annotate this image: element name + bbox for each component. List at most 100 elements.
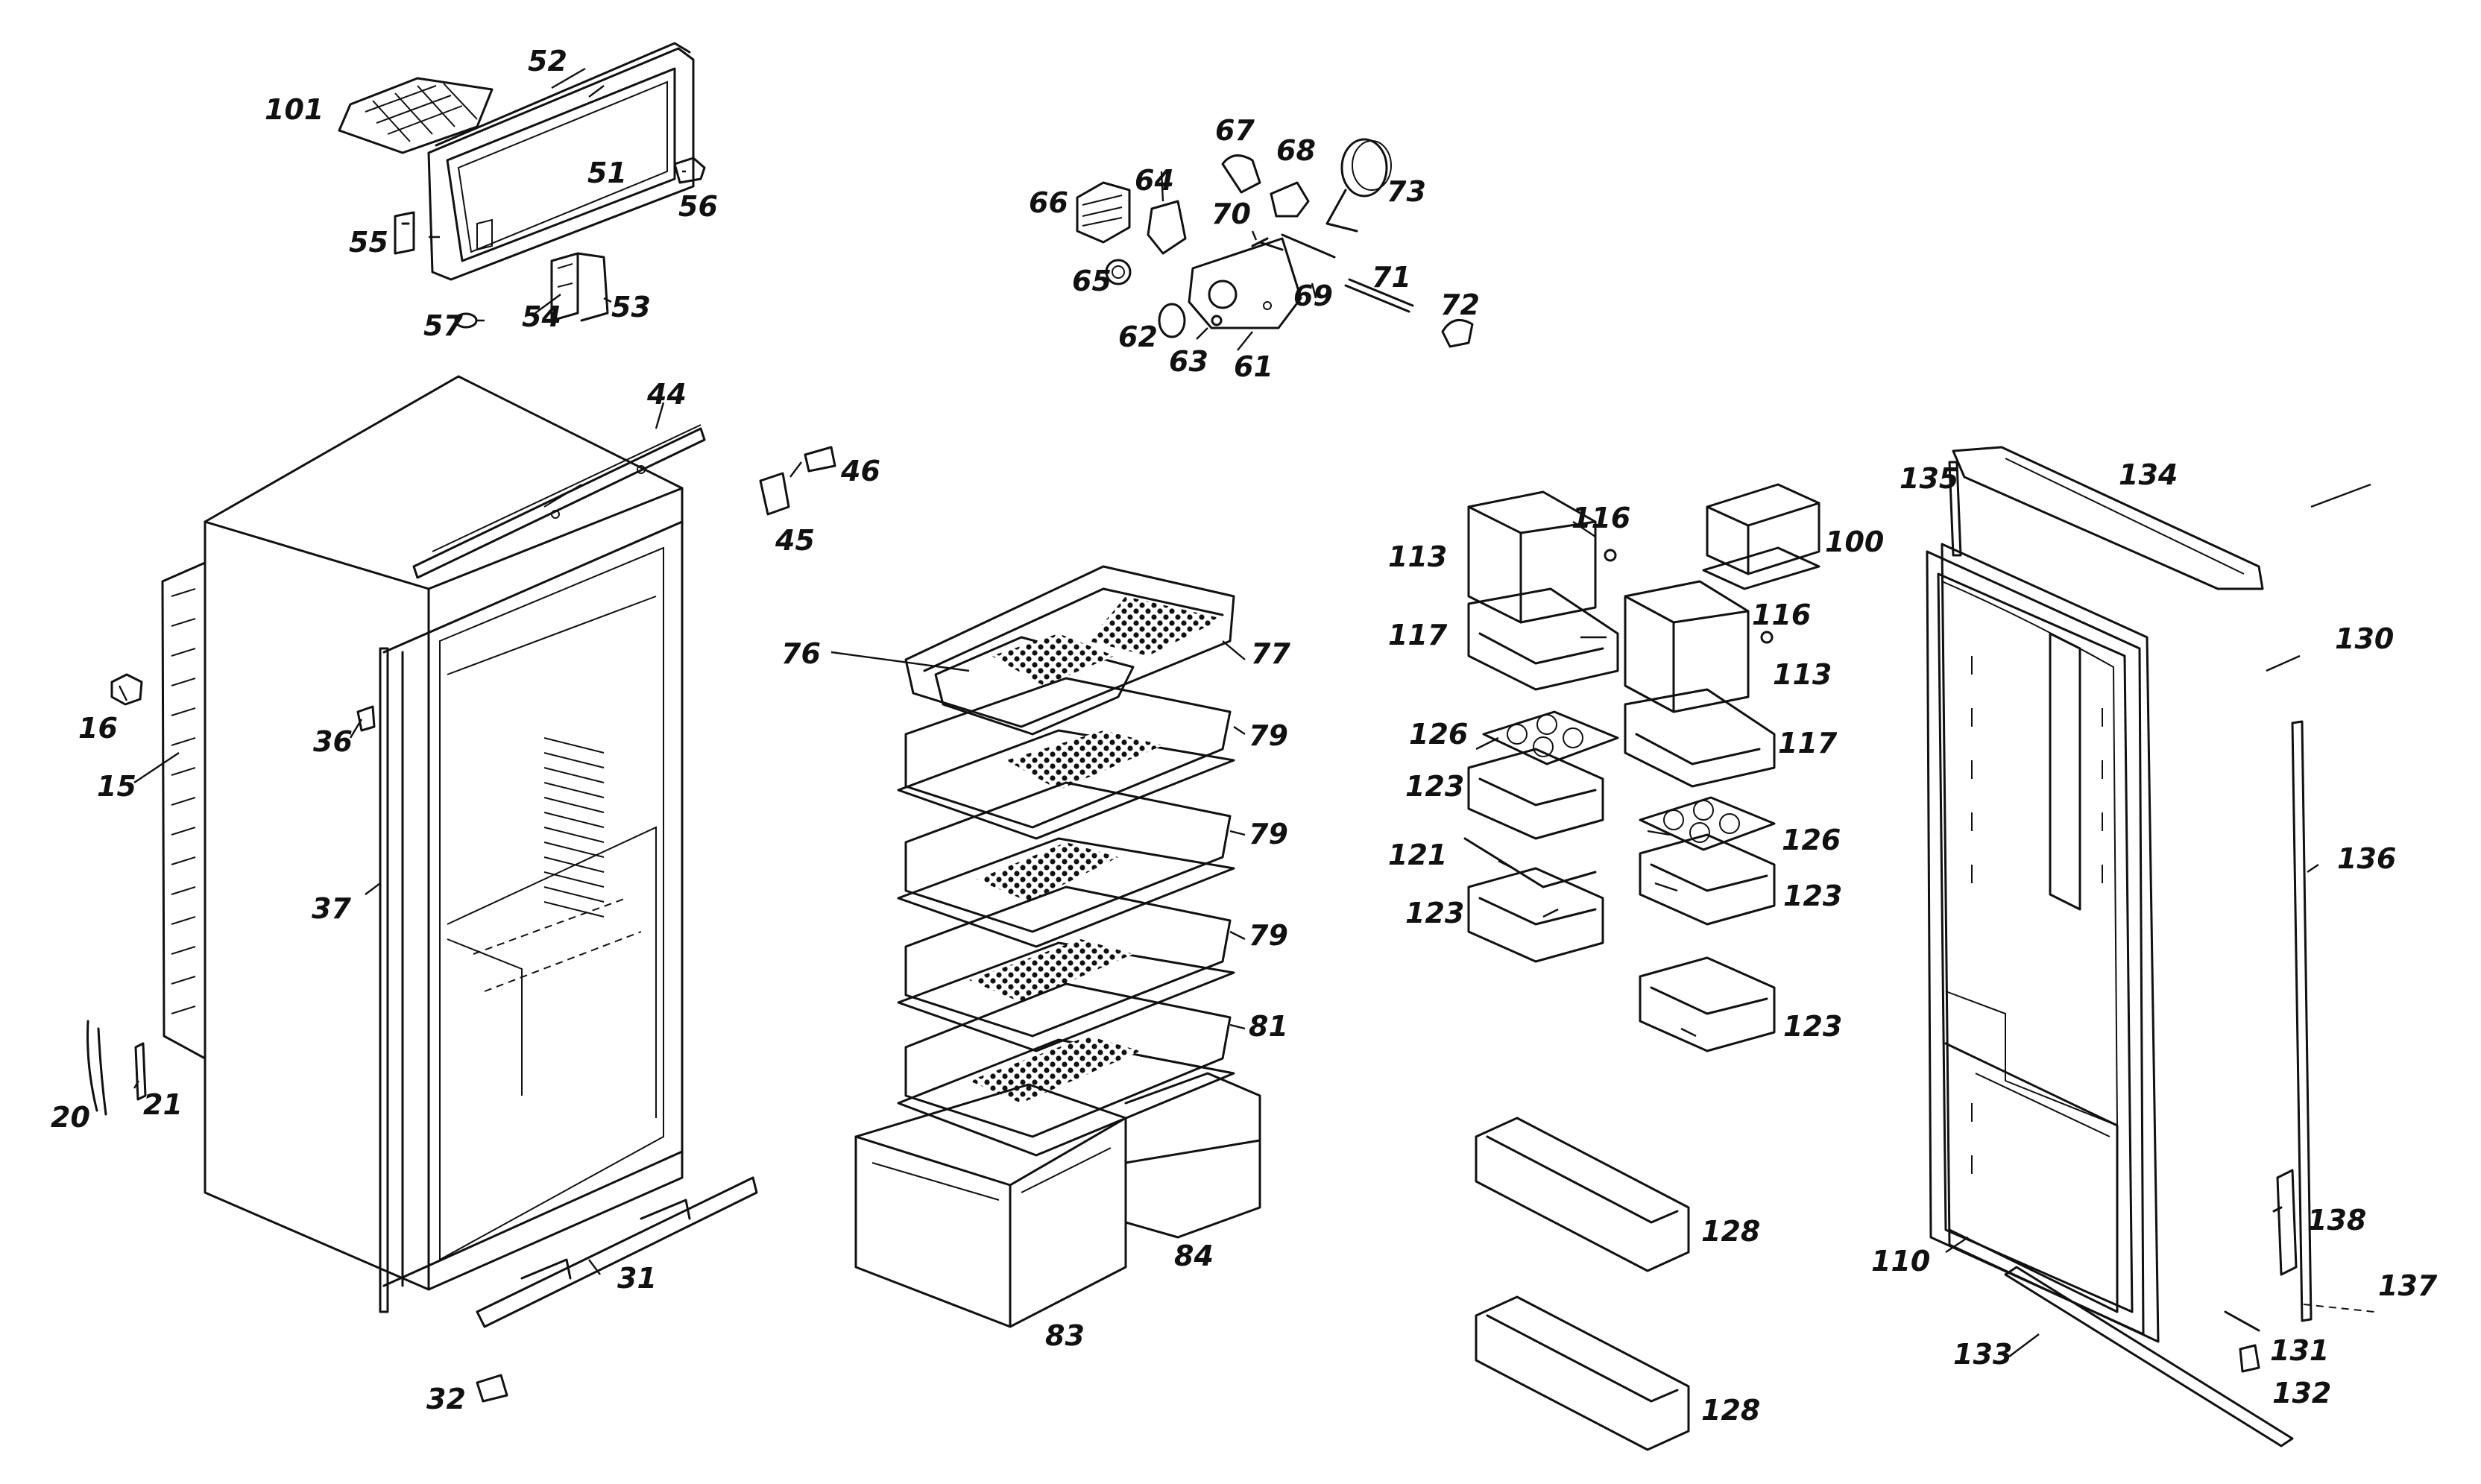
gasket-134-part [1952, 446, 2264, 590]
part-32 [476, 1374, 508, 1403]
screw-63-part [1211, 315, 1223, 326]
shelves-group [830, 565, 1261, 1328]
shaft-71-part [1344, 278, 1414, 313]
pin-116-part [1604, 549, 1617, 562]
top-rail-part [412, 424, 706, 579]
cable-20-part [86, 1020, 107, 1116]
part-label-131: 131 [2270, 1334, 2329, 1367]
part-label-101: 101 [265, 93, 324, 126]
part-label-79-b: 79 [1249, 818, 1288, 850]
part-label-45: 45 [775, 524, 815, 557]
part-label-54: 54 [522, 300, 561, 333]
part-label-31: 31 [617, 1262, 657, 1295]
part-label-100: 100 [1825, 525, 1884, 558]
condenser-part [161, 561, 207, 1060]
crisper-drawer-84-part [1124, 1072, 1261, 1239]
knob-72-part [1441, 318, 1474, 348]
part-label-64: 64 [1135, 164, 1174, 197]
part-label-70: 70 [1211, 198, 1251, 230]
bin-113-part [1624, 580, 1750, 713]
part-label-137: 137 [2378, 1269, 2438, 1302]
bin-123-part [1467, 867, 1604, 963]
capillary-coil-part [1325, 138, 1392, 233]
part-label-56: 56 [678, 190, 718, 223]
part-label-83: 83 [1045, 1319, 1085, 1352]
part-label-36: 36 [313, 725, 353, 758]
spring-70-part [1251, 237, 1284, 251]
bottle-bin-128-part [1475, 1295, 1690, 1451]
hinge-46-part [804, 446, 836, 473]
shelf-79-part [897, 781, 1235, 948]
seal-strip-part [379, 647, 389, 1313]
bin-113-part [1467, 490, 1597, 624]
tray-76-part [934, 634, 1135, 736]
part-label-123-a: 123 [1405, 770, 1464, 803]
part-label-116-a: 116 [1571, 502, 1630, 534]
rod-69-part [1281, 233, 1336, 259]
part-16 [110, 673, 143, 706]
shelf-81-part [897, 982, 1235, 1157]
part-label-69: 69 [1293, 280, 1333, 312]
part-label-130: 130 [2335, 622, 2394, 655]
part-label-72: 72 [1440, 288, 1480, 321]
shelf-79-part [897, 677, 1235, 840]
part-label-117-a: 117 [1388, 619, 1448, 651]
fridge-door-group [1926, 446, 2375, 1447]
part-131 [2224, 1310, 2260, 1332]
part-label-110: 110 [1871, 1245, 1930, 1278]
shelf-77-part [904, 565, 1235, 728]
freezer-door-panel [427, 42, 695, 281]
part-label-113-a: 113 [1388, 540, 1447, 573]
part-label-21: 21 [143, 1088, 183, 1121]
part-label-65: 65 [1072, 265, 1112, 297]
screw-137-path [2303, 1304, 2375, 1313]
strip-136-part [2291, 720, 2313, 1322]
thermostat-housing-part [1188, 237, 1302, 329]
part-label-67: 67 [1215, 114, 1255, 147]
part-label-44: 44 [646, 378, 687, 411]
hinge-138-part [2272, 1169, 2298, 1276]
part-label-55: 55 [349, 226, 388, 259]
part-label-51: 51 [587, 157, 627, 189]
bulb-67-part [1221, 154, 1261, 194]
part-label-126-b: 126 [1782, 824, 1841, 856]
part-label-37: 37 [312, 892, 351, 925]
lamp-cover-part [1076, 181, 1131, 244]
part-label-128-a: 128 [1701, 1215, 1760, 1248]
part-label-123-b: 123 [1405, 897, 1464, 929]
clip-36-part [356, 705, 376, 732]
part-label-61: 61 [1234, 350, 1273, 383]
part-label-77: 77 [1251, 637, 1290, 670]
part-label-66: 66 [1029, 186, 1068, 219]
bin-123-part [1639, 956, 1776, 1052]
butter-box-100-part [1702, 483, 1820, 590]
shelf-79-part [897, 885, 1235, 1052]
strip-133-part [2004, 1266, 2294, 1447]
part-label-15: 15 [97, 770, 136, 803]
part-label-117-b: 117 [1778, 727, 1838, 760]
part-label-71: 71 [1372, 261, 1411, 294]
part-label-126-a: 126 [1409, 718, 1468, 751]
part-label-79-c: 79 [1249, 919, 1288, 952]
part-label-135: 135 [1900, 462, 1958, 495]
part-label-134: 134 [2119, 458, 2178, 491]
bin-123-part [1639, 833, 1776, 926]
door-bins-group [1463, 483, 1820, 1451]
part-label-20: 20 [51, 1101, 90, 1134]
part-label-53: 53 [611, 291, 651, 323]
thermostat-group [1076, 138, 1474, 351]
part-132 [2239, 1344, 2260, 1373]
switch-68-part [1270, 181, 1310, 218]
door-110-part [1926, 550, 2145, 1336]
disc-62-part [1158, 303, 1186, 338]
part-label-16: 16 [78, 712, 118, 745]
part-label-132: 132 [2272, 1377, 2331, 1409]
part-label-128-b: 128 [1701, 1394, 1760, 1427]
hinge-55-part [394, 211, 415, 255]
part-label-116-b: 116 [1752, 599, 1811, 631]
door-holes [1971, 656, 2103, 1174]
crisper-drawer-83-part [854, 1083, 1127, 1328]
part-label-81: 81 [1249, 1010, 1288, 1043]
freezer-door-group [338, 42, 706, 329]
part-label-63: 63 [1169, 345, 1208, 378]
